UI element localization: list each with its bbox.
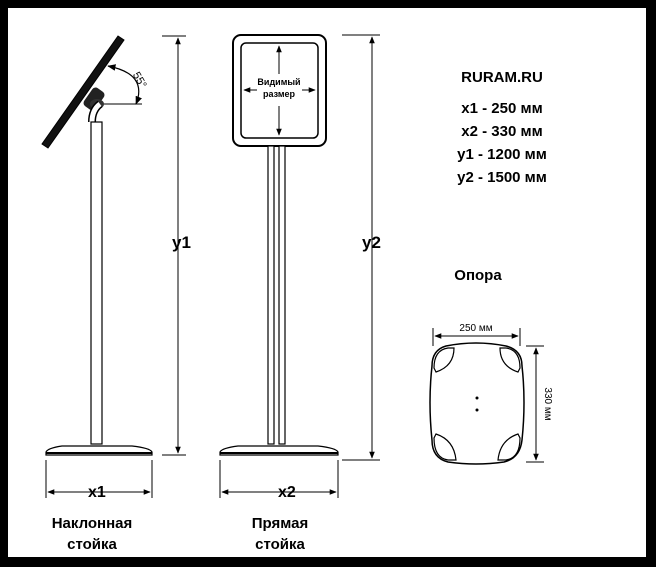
brand-label: RURAM.RU (461, 69, 543, 86)
specs-block: RURAM.RU x1 - 250 мм x2 - 330 мм y1 - 12… (457, 69, 547, 186)
base-corner-pad-tr (499, 347, 521, 373)
straight-caption-line1: Прямая (252, 515, 309, 532)
tilted-stand: 55° y1 x1 Наклонная стойка (41, 35, 191, 553)
spec-x2: x2 - 330 мм (461, 123, 542, 140)
angle-label: 55° (130, 70, 149, 90)
tilted-pole (90, 121, 103, 445)
tilted-caption-line1: Наклонная (52, 515, 133, 532)
x2-label: x2 (278, 484, 296, 501)
tilted-caption-line2: стойка (67, 536, 117, 553)
visible-size-label-line2: размер (263, 89, 296, 99)
base-plate-drawing: Опора 250 мм 330 мм (429, 267, 553, 465)
y1-label: y1 (172, 233, 191, 252)
angle-arc (107, 64, 142, 105)
y2-label: y2 (362, 233, 381, 252)
base-title: Опора (454, 267, 502, 284)
base-corner-pad-tl (433, 347, 455, 373)
spec-y1: y1 - 1200 мм (457, 146, 547, 163)
straight-caption-line2: стойка (255, 536, 305, 553)
x1-label: x1 (88, 484, 106, 501)
base-height-label: 330 мм (542, 387, 553, 420)
spec-y2: y2 - 1500 мм (457, 169, 547, 186)
base-corner-pad-bl (433, 433, 457, 461)
straight-pole-left (267, 145, 275, 445)
base-hole-top (475, 396, 479, 400)
straight-pole-right (278, 145, 286, 445)
base-corner-pad-br (497, 433, 521, 461)
tilted-tablet-panel (41, 35, 125, 149)
base-width-label: 250 мм (459, 323, 492, 334)
tilted-mount (83, 87, 105, 111)
base-plate-outline (429, 342, 525, 465)
straight-screen-visible-area (240, 42, 319, 139)
straight-stand: Видимый размер y2 x2 Прямая стойка (219, 34, 381, 553)
base-hole-bottom (475, 408, 479, 412)
spec-x1: x1 - 250 мм (461, 100, 542, 117)
visible-size-label-line1: Видимый (257, 77, 300, 87)
